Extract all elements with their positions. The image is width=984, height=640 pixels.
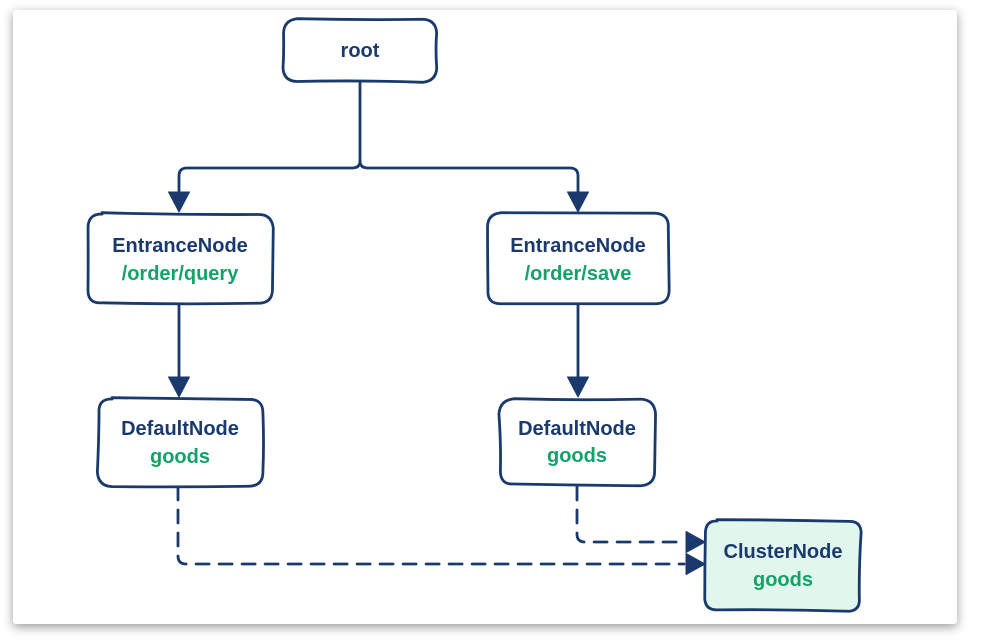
- node-root: root: [281, 17, 439, 84]
- edge-root-entrance-query-arrowhead-icon: [168, 191, 190, 213]
- node-default-save-subtitle: goods: [547, 445, 607, 467]
- node-cluster-box: [703, 518, 863, 613]
- edge-default-query-cluster-arrowhead-icon: [685, 553, 706, 575]
- node-entrance-save-box: [486, 211, 671, 306]
- node-root-title: root: [341, 40, 380, 62]
- node-entrance-save: EntranceNode /order/save: [486, 211, 671, 306]
- edge-root-entrance-save: [358, 159, 580, 195]
- node-default-query: DefaultNode goods: [95, 396, 265, 489]
- node-cluster-subtitle: goods: [753, 569, 813, 591]
- edge-root-entrance-save-arrowhead-icon: [567, 191, 589, 213]
- edge-default-save-cluster: [575, 485, 686, 544]
- node-entrance-query: EntranceNode /order/query: [86, 211, 275, 306]
- node-entrance-save-subtitle: /order/save: [525, 263, 632, 285]
- node-cluster: ClusterNode goods: [703, 518, 863, 613]
- edge-default-save-cluster-arrowhead-icon: [685, 531, 706, 553]
- edge-entrance-query-default-query-arrowhead-icon: [168, 376, 190, 398]
- node-entrance-save-title: EntranceNode: [510, 235, 646, 257]
- edge-entrance-save-default-save-arrowhead-icon: [567, 376, 589, 398]
- edges: [168, 79, 706, 575]
- node-default-save-title: DefaultNode: [518, 418, 636, 440]
- edge-root-entrance-query: [177, 159, 362, 195]
- node-entrance-query-subtitle: /order/query: [122, 263, 240, 285]
- node-default-query-subtitle: goods: [150, 446, 210, 468]
- node-default-query-box: [95, 396, 265, 489]
- node-root-box: [281, 17, 439, 84]
- node-entrance-query-title: EntranceNode: [112, 235, 248, 257]
- node-default-save: DefaultNode goods: [497, 397, 657, 488]
- node-default-save-box: [497, 397, 657, 488]
- edge-default-query-cluster: [176, 485, 686, 566]
- node-entrance-query-box: [86, 211, 275, 306]
- node-cluster-title: ClusterNode: [724, 541, 843, 563]
- node-default-query-title: DefaultNode: [121, 418, 239, 440]
